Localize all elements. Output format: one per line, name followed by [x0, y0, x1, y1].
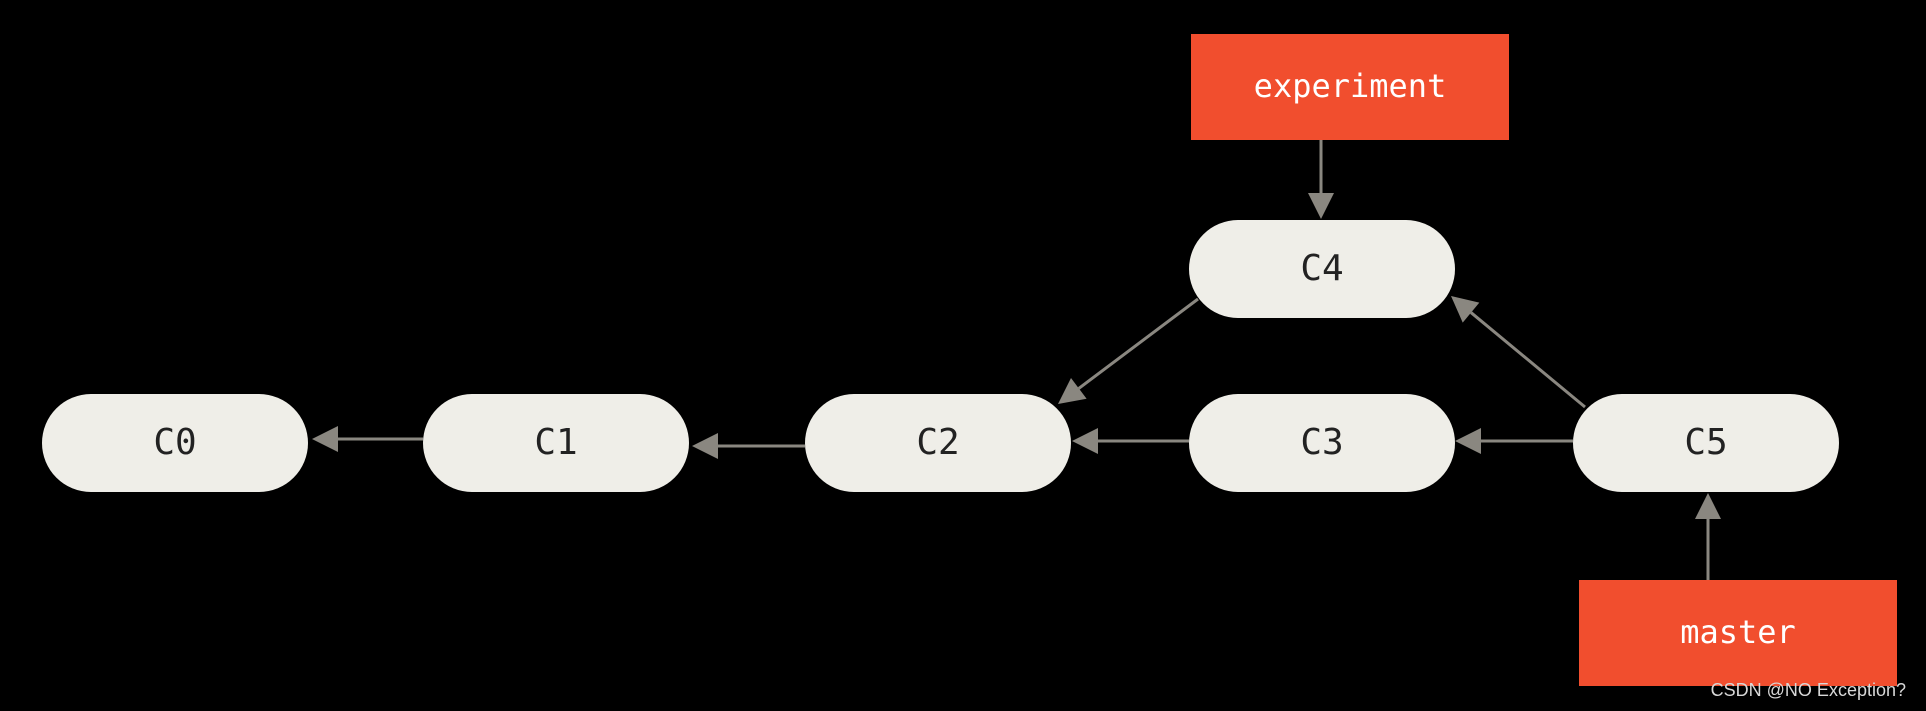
edge-c2-to-c1	[692, 433, 805, 459]
branch-box	[1579, 580, 1897, 686]
commit-label-c5: C5	[1684, 422, 1727, 463]
commit-node-c5: C5	[1573, 394, 1839, 492]
commit-pill	[1189, 394, 1455, 492]
commit-node-c4: C4	[1189, 220, 1455, 318]
watermark-text: CSDN @NO Exception?	[1710, 680, 1906, 700]
branch-label-master: master	[1680, 613, 1796, 651]
commit-node-c1: C1	[423, 394, 689, 492]
commit-label-c4: C4	[1300, 248, 1343, 289]
commit-node-c3: C3	[1189, 394, 1455, 492]
edge-master-to-c5	[1695, 493, 1721, 580]
commit-label-c3: C3	[1300, 422, 1343, 463]
branch-pointer-experiment: experiment	[1191, 34, 1509, 140]
commit-pill	[1573, 394, 1839, 492]
commit-label-c2: C2	[916, 422, 959, 463]
commit-node-c2: C2	[805, 394, 1071, 492]
edge-c5-to-c4	[1451, 296, 1586, 409]
branch-label-experiment: experiment	[1254, 67, 1447, 105]
commit-node-c0: C0	[42, 394, 308, 492]
branches-layer: experiment master	[1191, 34, 1897, 686]
commit-pill	[805, 394, 1071, 492]
commit-pill	[1189, 220, 1455, 318]
edge-c4-to-c2	[1058, 297, 1199, 404]
edges-layer	[312, 140, 1721, 580]
edge-c3-to-c2	[1072, 428, 1189, 454]
commit-pill	[423, 394, 689, 492]
commit-pill	[42, 394, 308, 492]
branch-pointer-master: master	[1579, 580, 1897, 686]
commit-label-c1: C1	[534, 422, 577, 463]
commit-label-c0: C0	[153, 422, 196, 463]
edge-c5-to-c3	[1455, 428, 1573, 454]
edge-c1-to-c0	[312, 426, 423, 452]
edge-experiment-to-c4	[1308, 140, 1334, 219]
branch-box	[1191, 34, 1509, 140]
